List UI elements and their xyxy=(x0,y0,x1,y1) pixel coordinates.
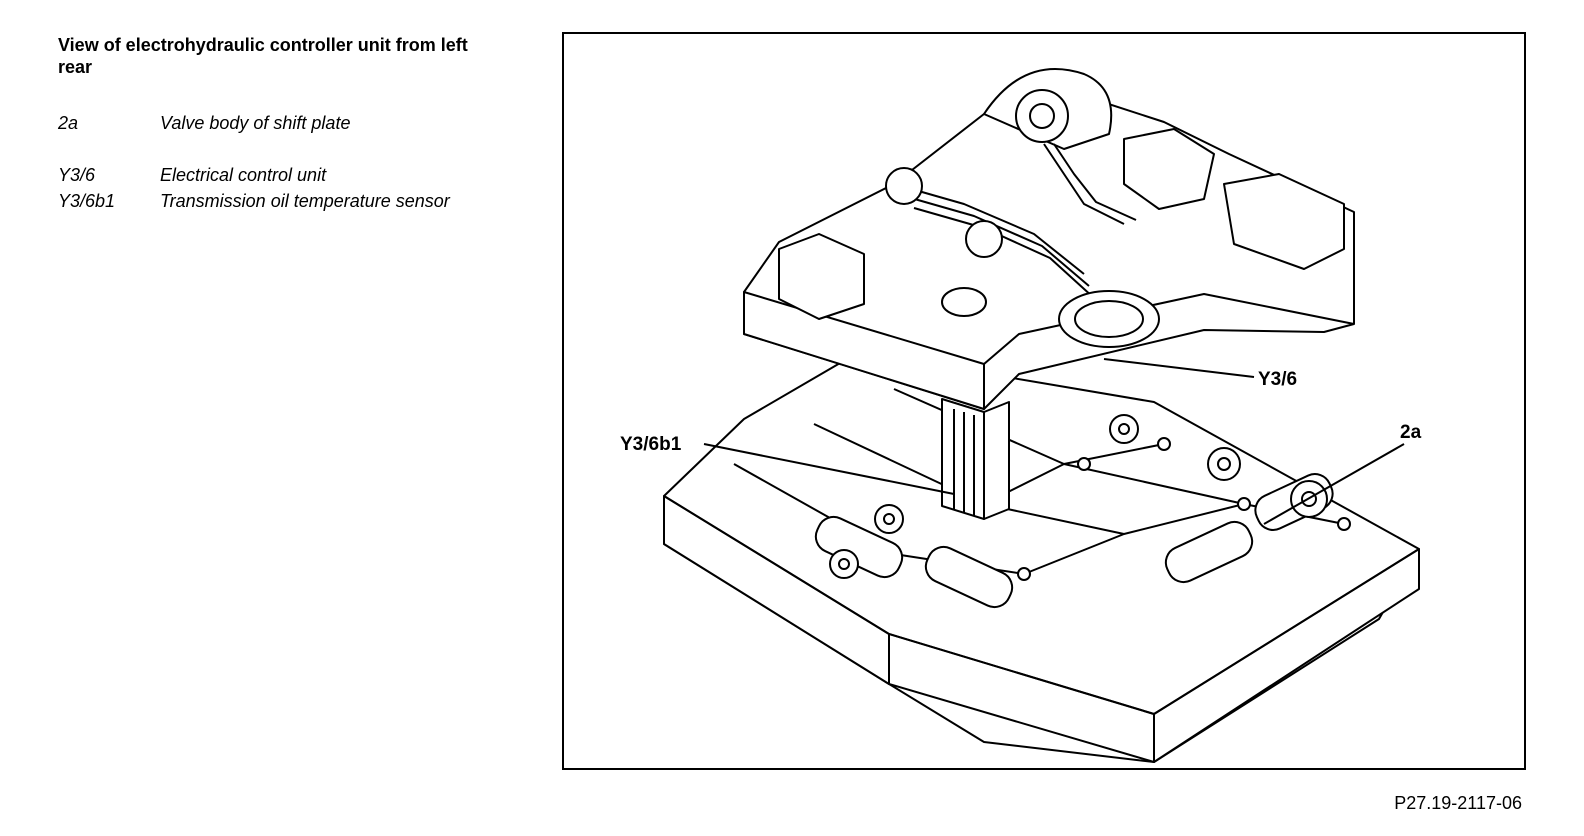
legend-item-y3-6: Y3/6 Electrical control unit xyxy=(58,162,498,188)
legend-description: Transmission oil temperature sensor xyxy=(160,191,450,211)
legend-item-y3-6b1: Y3/6b1 Transmission oil temperature sens… xyxy=(58,188,498,214)
figure-frame: Y3/6 Y3/6b1 2a xyxy=(562,32,1526,770)
controller-unit-drawing: Y3/6 Y3/6b1 2a xyxy=(620,68,1422,763)
legend-item-2a: 2a Valve body of shift plate xyxy=(58,110,498,136)
legend-code: 2a xyxy=(58,113,79,133)
callout-leader-y3-6 xyxy=(1103,358,1255,378)
callout-label-y3-6: Y3/6 xyxy=(1258,369,1297,390)
legend-description: Valve body of shift plate xyxy=(160,113,351,133)
figure-id: P27.19-2117-06 xyxy=(1394,793,1522,813)
valve-body-shape xyxy=(663,351,1420,763)
legend-description: Electrical control unit xyxy=(160,165,327,185)
temperature-sensor-shape xyxy=(941,398,1010,520)
legend-code: Y3/6 xyxy=(58,165,96,185)
page-title: View of electrohydraulic controller unit… xyxy=(58,35,468,77)
control-unit-shape xyxy=(743,68,1355,410)
callout-leader-2a xyxy=(1263,443,1405,525)
callout-label-y3-6b1: Y3/6b1 xyxy=(620,434,682,455)
callout-leader-y3-6b1 xyxy=(703,443,955,495)
callout-label-2a: 2a xyxy=(1400,422,1422,443)
legend-code: Y3/6b1 xyxy=(58,191,116,211)
legend: 2a Valve body of shift plate Y3/6 Electr… xyxy=(58,110,498,214)
